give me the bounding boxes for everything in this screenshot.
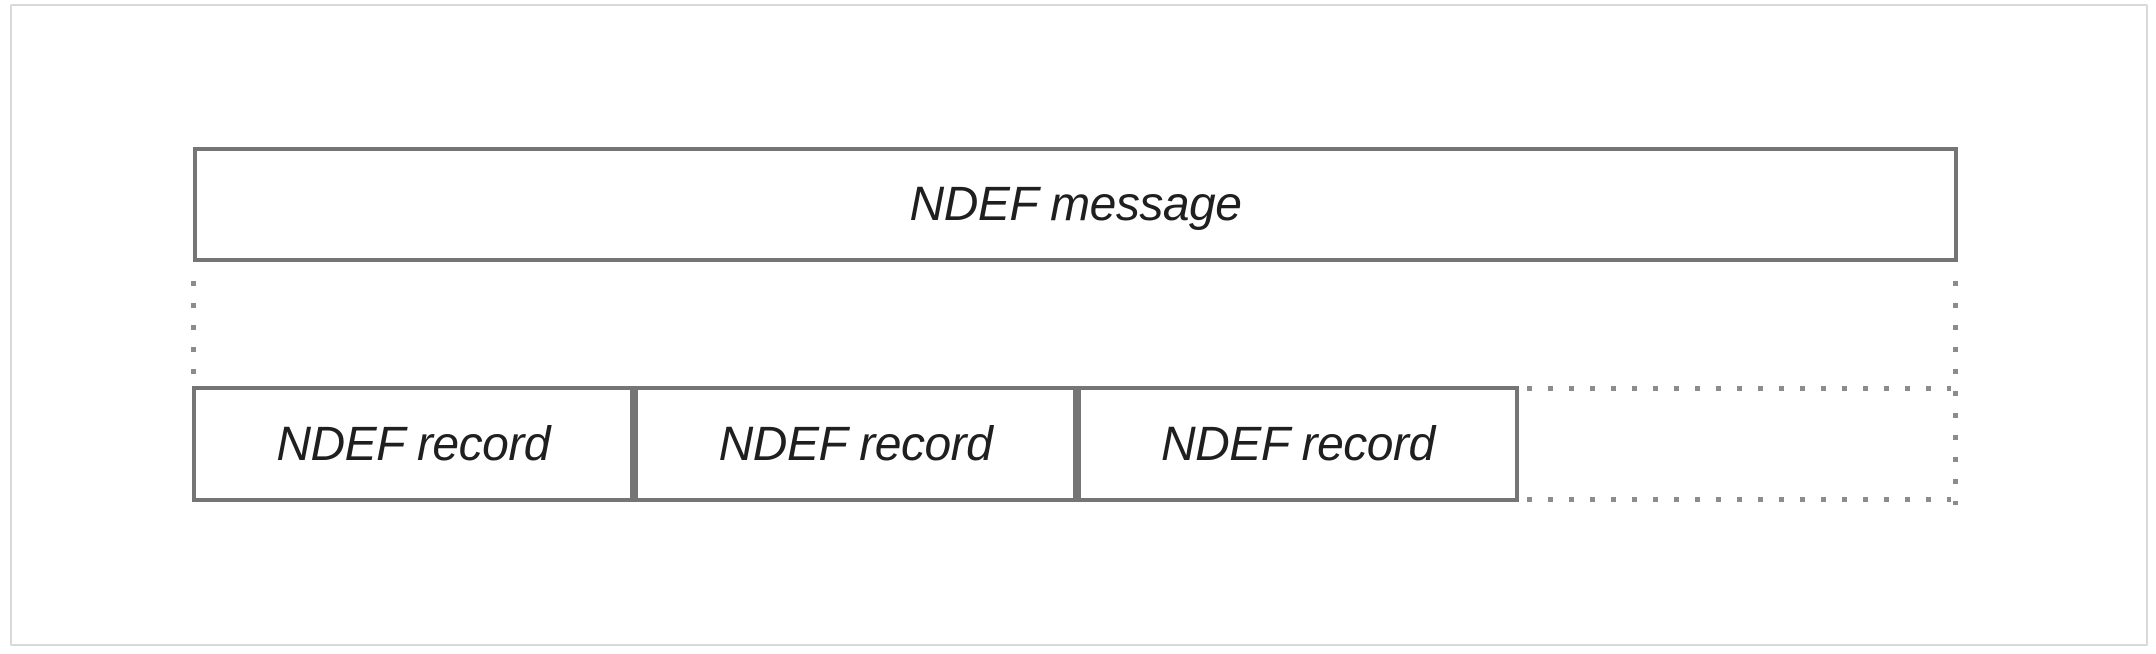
ndef-record-label: NDEF record <box>718 417 993 471</box>
ndef-record-box: NDEF record <box>192 386 635 502</box>
ndef-message-box: NDEF message <box>193 147 1958 262</box>
dotted-line-bottom <box>1527 497 1951 502</box>
ndef-record-box: NDEF record <box>1076 386 1519 502</box>
dotted-line-left <box>191 281 196 381</box>
dotted-line-right <box>1953 281 1958 505</box>
outer-frame <box>10 4 2148 646</box>
ndef-records-row: NDEF record NDEF record NDEF record <box>192 386 1519 502</box>
ndef-record-box: NDEF record <box>634 386 1077 502</box>
dotted-line-top <box>1527 386 1951 391</box>
ndef-record-label: NDEF record <box>276 417 550 471</box>
ndef-record-label: NDEF record <box>1160 417 1435 471</box>
ndef-message-label: NDEF message <box>909 178 1242 231</box>
